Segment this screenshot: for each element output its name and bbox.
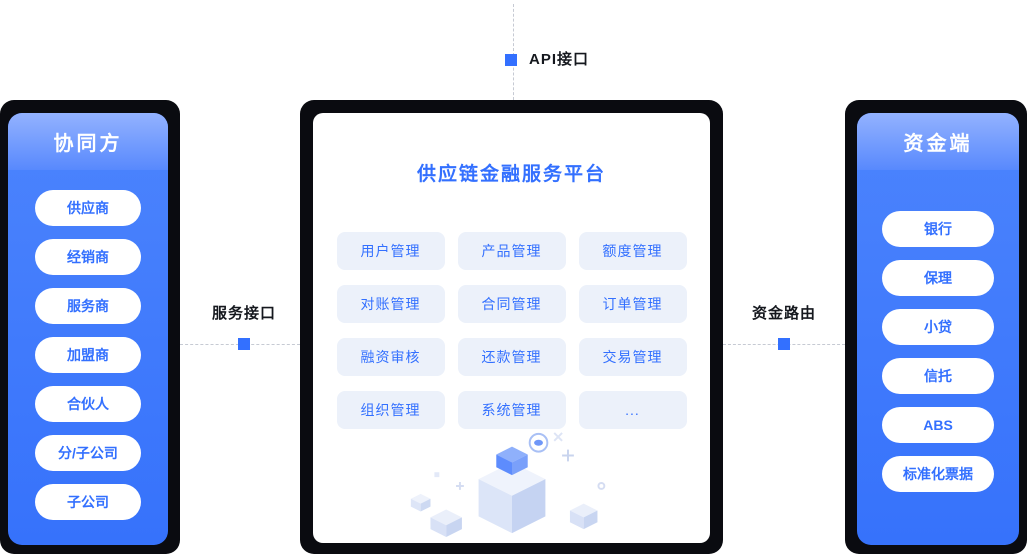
funding-node: 信托 (882, 358, 994, 394)
module-node: ... (578, 391, 687, 429)
funding-node: 小贷 (882, 309, 994, 345)
funding-frame: 资金端 银行保理小贷信托 ABS 标准化票据 (845, 100, 1027, 554)
funding-title: 资金端 (903, 133, 973, 155)
partners-list: 供应商经销商服务商加盟商合伙人分/子公司子公司 (8, 170, 168, 520)
partners-panel-header: 协同方 (8, 113, 168, 170)
partner-node: 合伙人 (35, 386, 141, 422)
service-connector-label: 服务接口 (211, 305, 276, 322)
funding-panel: 资金端 银行保理小贷信托 ABS 标准化票据 (857, 113, 1019, 545)
module-grid: 用户管理产品管理额度管理对账管理合同管理订单管理融资审核还款管理交易管理组织管理… (336, 232, 687, 429)
partner-node: 供应商 (35, 190, 141, 226)
funding-node: ABS (882, 407, 994, 443)
platform-illustration (410, 432, 605, 538)
funding-node-icon (778, 338, 790, 350)
partner-node: 经销商 (35, 239, 141, 275)
funding-node: 标准化票据 (882, 456, 994, 492)
top-connector: API接口 (505, 51, 589, 69)
partners-panel: 协同方 供应商经销商服务商加盟商合伙人分/子公司子公司 (8, 113, 168, 545)
module-node: 交易管理 (578, 338, 687, 376)
module-node: 订单管理 (578, 285, 687, 323)
platform-card: 供应链金融服务平台 用户管理产品管理额度管理对账管理合同管理订单管理融资审核还款… (313, 113, 710, 543)
platform-frame: 供应链金融服务平台 用户管理产品管理额度管理对账管理合同管理订单管理融资审核还款… (300, 100, 723, 554)
module-node: 产品管理 (457, 232, 566, 270)
module-node: 系统管理 (457, 391, 566, 429)
partner-node: 服务商 (35, 288, 141, 324)
api-node-icon (505, 54, 517, 66)
left-connector: 服务接口 (184, 305, 304, 350)
module-node: 还款管理 (457, 338, 566, 376)
top-connector-line (513, 4, 514, 100)
right-connector: 资金路由 (724, 305, 844, 350)
partners-title: 协同方 (53, 133, 123, 155)
module-node: 额度管理 (578, 232, 687, 270)
module-node: 用户管理 (336, 232, 445, 270)
partner-node: 加盟商 (35, 337, 141, 373)
module-node: 对账管理 (336, 285, 445, 323)
partners-frame: 协同方 供应商经销商服务商加盟商合伙人分/子公司子公司 (0, 100, 180, 554)
platform-title: 供应链金融服务平台 (416, 164, 606, 185)
funding-node: 银行 (882, 211, 994, 247)
module-node: 融资审核 (336, 338, 445, 376)
funding-node: 保理 (882, 260, 994, 296)
funding-list: 银行保理小贷信托 ABS 标准化票据 (857, 170, 1019, 492)
funding-panel-header: 资金端 (857, 113, 1019, 170)
funding-connector-label: 资金路由 (751, 305, 816, 322)
api-connector-label: API接口 (529, 51, 590, 68)
service-node-icon (238, 338, 250, 350)
module-node: 组织管理 (336, 391, 445, 429)
module-node: 合同管理 (457, 285, 566, 323)
partner-node: 子公司 (35, 484, 141, 520)
partner-node: 分/子公司 (35, 435, 141, 471)
